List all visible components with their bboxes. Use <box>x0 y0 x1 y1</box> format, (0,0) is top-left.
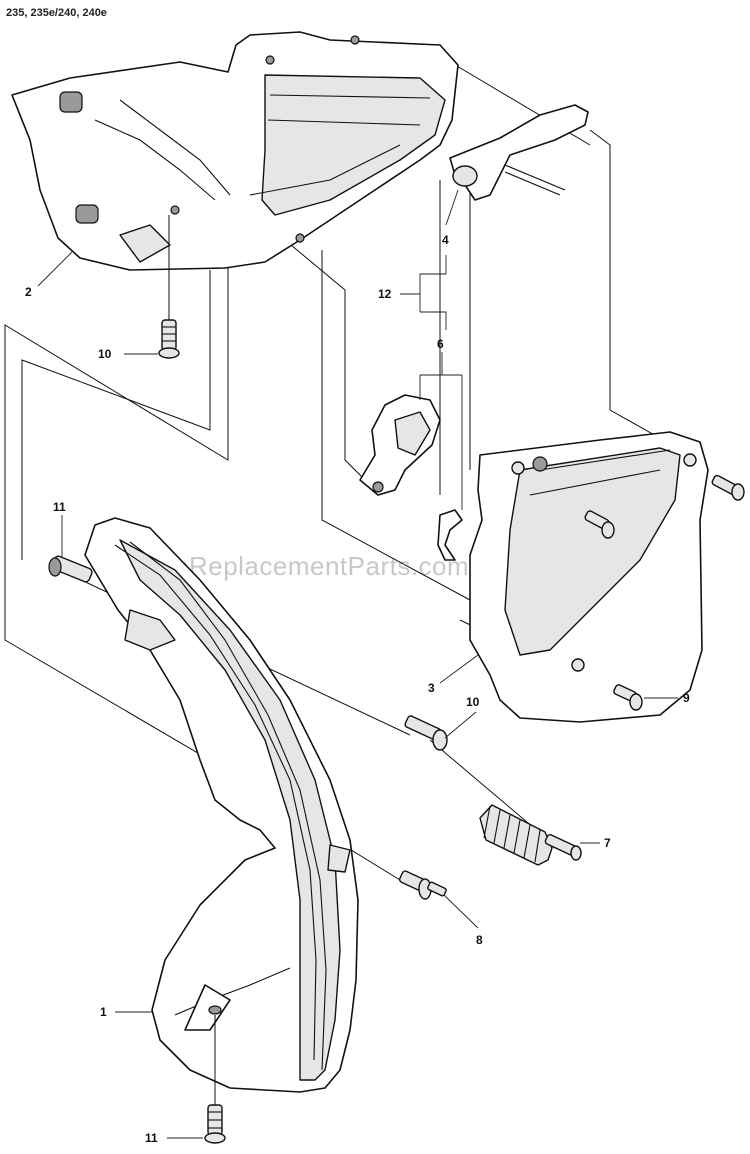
part-10-screw-lower <box>404 715 448 751</box>
callout-2: 2 <box>25 251 73 299</box>
callout-10-lower-label: 10 <box>466 695 480 709</box>
part-3-side-cover <box>469 431 709 723</box>
screw-cover-middle <box>584 510 615 539</box>
callout-11-lower-label: 11 <box>145 1131 158 1145</box>
callout-1: 1 <box>100 1005 152 1019</box>
callout-9: 9 <box>644 691 690 705</box>
part-9-screw <box>613 684 643 711</box>
part-11-screw-upper <box>48 555 93 583</box>
callout-2-label: 2 <box>25 285 32 299</box>
callout-10-upper-label: 10 <box>98 347 112 361</box>
callout-11-upper: 11 <box>53 500 66 557</box>
callout-3-label: 3 <box>428 681 435 695</box>
callout-1-label: 1 <box>100 1005 107 1019</box>
callout-8: 8 <box>443 894 483 947</box>
part-8-pin <box>398 870 447 900</box>
part-2-handle-housing <box>11 31 459 271</box>
callout-6-bracket: 6 <box>419 337 463 510</box>
callout-4-label: 4 <box>442 233 449 247</box>
callout-8-label: 8 <box>476 933 483 947</box>
callout-11-lower: 11 <box>145 1131 203 1145</box>
callout-12-label: 12 <box>378 287 392 301</box>
callout-10-lower: 10 <box>444 695 480 739</box>
part-7-spring <box>479 804 582 866</box>
callout-10-upper: 10 <box>98 347 158 361</box>
model-header: 235, 235e/240, 240e <box>6 7 107 19</box>
callout-3: 3 <box>428 654 479 695</box>
watermark: eReplacementParts.com <box>174 551 469 581</box>
callout-12-bracket: 12 <box>378 255 447 330</box>
callout-9-label: 9 <box>683 691 690 705</box>
callout-7: 7 <box>580 836 611 850</box>
callout-4: 4 <box>442 189 459 247</box>
part-11-screw-lower <box>204 1015 226 1144</box>
part-6-throttle-trigger <box>359 394 463 561</box>
screw-cover-upper-right <box>711 474 745 501</box>
part-1-front-handle <box>84 517 359 1093</box>
callout-7-label: 7 <box>604 836 611 850</box>
part-4-lever <box>449 104 589 201</box>
part-10-screw-upper <box>158 215 180 359</box>
callout-11-upper-label: 11 <box>53 500 66 514</box>
callout-6-label: 6 <box>437 337 444 351</box>
